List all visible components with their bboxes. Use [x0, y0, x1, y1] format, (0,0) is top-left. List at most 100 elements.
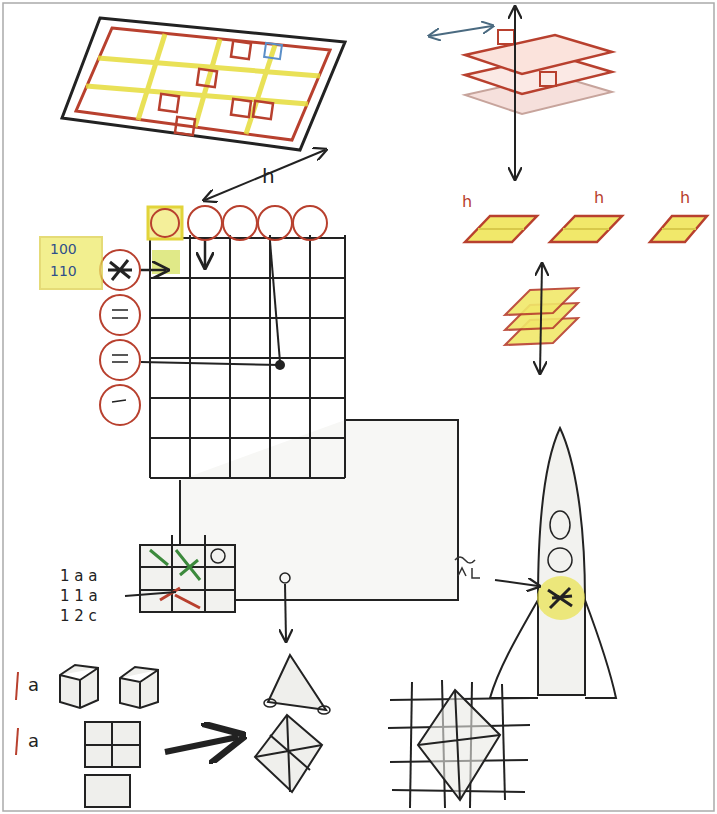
grid-line [86, 86, 308, 104]
lattice-shape [418, 690, 500, 800]
column-circle [293, 206, 327, 240]
grid-line [171, 535, 173, 612]
lattice-line [410, 682, 412, 808]
grid-line [150, 277, 345, 279]
row-circle [100, 340, 140, 380]
block [85, 722, 140, 767]
grid-line [149, 235, 151, 478]
dimension-label: h [262, 165, 275, 187]
tile-blue [264, 43, 282, 59]
tablet-tiles [159, 41, 273, 135]
plane [650, 216, 707, 242]
pointer-line [141, 362, 280, 365]
transform-arrow [165, 737, 238, 752]
plane-mark [662, 228, 696, 230]
grid-line [344, 235, 346, 478]
vertex-mark [318, 706, 330, 714]
origin-mark [280, 573, 290, 583]
block [85, 775, 130, 807]
pointer-line [270, 241, 280, 362]
column-circle [258, 206, 292, 240]
tile [197, 69, 217, 87]
shape-letter: a [28, 731, 39, 751]
scribble [455, 557, 480, 578]
row-marks [112, 310, 128, 402]
tile [231, 41, 251, 59]
marks [160, 588, 200, 608]
axis-arrow [514, 8, 516, 178]
grid-line [195, 39, 220, 127]
pointer-arrow [141, 269, 166, 272]
octahedron-edges [255, 715, 322, 792]
tile [159, 94, 179, 112]
grid-line [269, 235, 271, 478]
axis-arrow [540, 265, 542, 372]
grid-line [204, 535, 206, 612]
grid-line [138, 34, 165, 120]
plane-row [465, 216, 707, 242]
rocket-body [538, 428, 585, 695]
tile [175, 117, 195, 135]
grid-line [150, 357, 345, 359]
tablet-sketch [62, 18, 345, 200]
rocket-sketch [455, 428, 616, 698]
tablet-screen [76, 28, 330, 140]
plane-mark [563, 228, 609, 230]
plane-label: h [680, 189, 690, 207]
grid-line [189, 235, 191, 478]
grid-line [140, 589, 235, 591]
rocket-window [550, 511, 570, 539]
rocket-fin [490, 600, 538, 698]
row-code: 1 1 a [60, 588, 98, 605]
block-line [85, 744, 140, 746]
pointer-arrow [495, 580, 538, 586]
layer [465, 35, 612, 74]
lattice-line [502, 684, 505, 800]
grid-lines [150, 235, 345, 478]
intersection-dot [275, 360, 285, 370]
rocket-fin [585, 600, 616, 698]
grid-line [98, 58, 320, 76]
cube [120, 667, 158, 708]
grid-line [150, 437, 345, 439]
grid-outline [140, 545, 235, 612]
cube [540, 72, 556, 86]
tile [231, 99, 251, 117]
cell-mark [211, 549, 225, 563]
solid-shapes [60, 655, 326, 807]
column-circle [151, 209, 179, 237]
tile [253, 101, 273, 119]
row-circle [100, 295, 140, 335]
scribble [548, 588, 572, 608]
tablet-outline [62, 18, 345, 150]
plane-marks [478, 228, 696, 230]
small-grid [125, 535, 235, 612]
row-circle [100, 385, 140, 425]
axis-arrow [430, 26, 492, 36]
plane-mark [478, 228, 524, 230]
grid-line [150, 397, 345, 399]
pointer-arrow [285, 584, 286, 640]
header-circles [100, 206, 327, 425]
pointer-arrow [204, 241, 207, 266]
index-number: 100 [50, 242, 77, 257]
row-code: 1 a a [60, 568, 97, 585]
margin-mark [16, 728, 18, 755]
cube [498, 30, 514, 44]
grid-line [229, 235, 231, 478]
index-number: 110 [50, 264, 77, 279]
pyramid [268, 655, 326, 710]
cube [60, 665, 98, 708]
matrix-grid [40, 206, 458, 600]
layer-stack [430, 8, 612, 178]
plane-stack [505, 265, 578, 372]
rocket-band [537, 576, 585, 620]
index-box [40, 237, 102, 289]
selected-header [148, 207, 182, 239]
scribble [108, 260, 132, 280]
row-circle [100, 250, 140, 290]
margin-mark [16, 672, 18, 700]
